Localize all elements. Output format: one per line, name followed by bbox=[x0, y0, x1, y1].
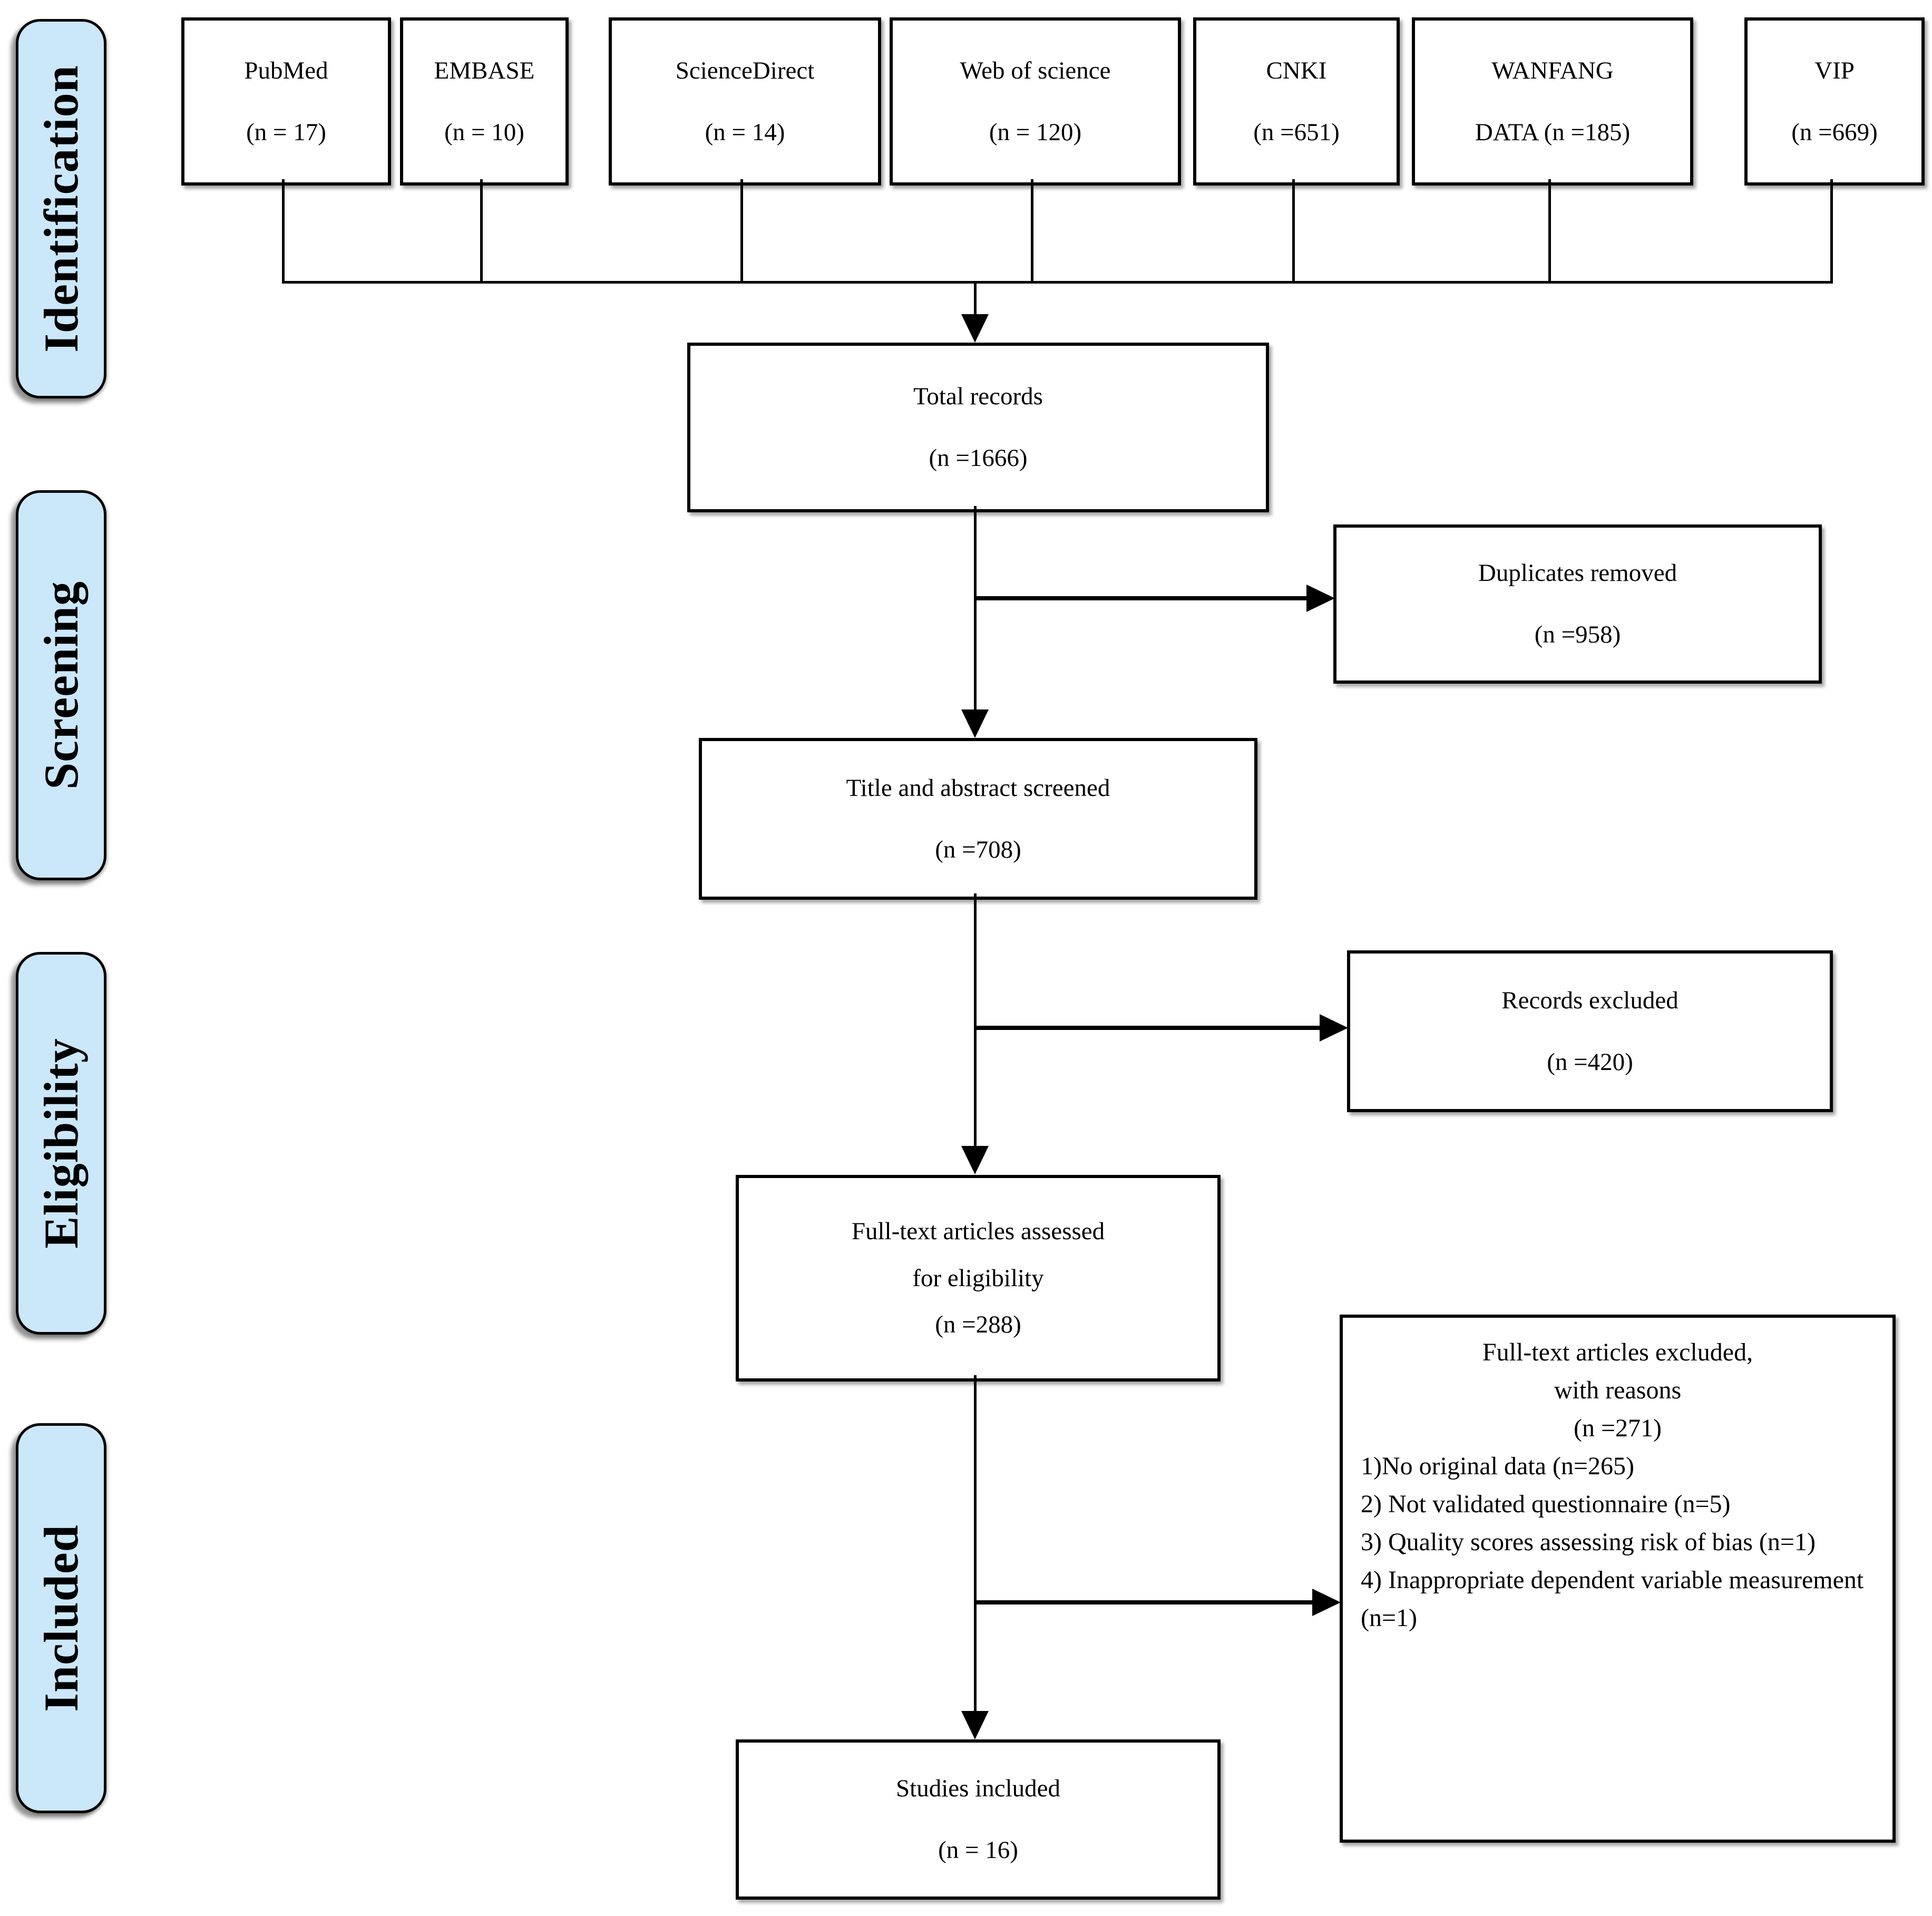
duplicates-removed-box: Duplicates removed (n =958) bbox=[1333, 524, 1822, 684]
arrowhead-down-screened bbox=[961, 709, 989, 738]
fulltext-excluded-heading1: Full-text articles excluded, bbox=[1482, 1338, 1753, 1366]
source-embase-count: (n = 10) bbox=[444, 118, 524, 146]
stage-screening: Screening bbox=[16, 490, 106, 880]
branch-line-fulltext-excluded bbox=[975, 1600, 1314, 1604]
records-excluded-label: Records excluded bbox=[1501, 986, 1679, 1014]
source-box-cnki: CNKI (n =651) bbox=[1193, 17, 1400, 186]
total-records-count: (n =1666) bbox=[929, 444, 1028, 472]
fulltext-excluded-reason-1: 1)No original data (n=265) bbox=[1361, 1452, 1634, 1480]
source-cnki-name: CNKI bbox=[1266, 56, 1327, 84]
source-stub-embase bbox=[480, 179, 483, 284]
stage-eligibility-label: Eligibility bbox=[34, 1038, 88, 1249]
flow-line-junction-to-total bbox=[974, 283, 977, 316]
title-abstract-screened-count: (n =708) bbox=[935, 835, 1021, 863]
source-embase-name: EMBASE bbox=[434, 56, 535, 84]
studies-included-box: Studies included (n = 16) bbox=[736, 1739, 1221, 1900]
fulltext-excluded-reason-4: 4) Inappropriate dependent variable meas… bbox=[1361, 1566, 1864, 1632]
fulltext-assessed-box: Full-text articles assessed for eligibil… bbox=[736, 1175, 1221, 1382]
source-stub-wanfang bbox=[1548, 179, 1551, 284]
fulltext-excluded-heading2: with reasons bbox=[1554, 1376, 1682, 1404]
stage-identification-label: Identification bbox=[34, 65, 88, 353]
fulltext-assessed-count: (n =288) bbox=[935, 1311, 1021, 1339]
stage-eligibility: Eligibility bbox=[16, 952, 106, 1335]
sources-junction-line bbox=[282, 281, 1833, 284]
fulltext-excluded-reason-3: 3) Quality scores assessing risk of bias… bbox=[1361, 1528, 1816, 1556]
source-box-embase: EMBASE (n = 10) bbox=[400, 17, 569, 186]
studies-included-count: (n = 16) bbox=[938, 1836, 1018, 1864]
duplicates-removed-label: Duplicates removed bbox=[1478, 559, 1677, 587]
flow-line-assessed-to-included bbox=[974, 1375, 977, 1712]
source-box-wanfang-data: WANFANG DATA (n =185) bbox=[1412, 17, 1693, 186]
flow-line-screened-to-assessed bbox=[974, 893, 977, 1148]
total-records-label: Total records bbox=[913, 383, 1043, 411]
source-sciencedirect-name: ScienceDirect bbox=[675, 56, 815, 84]
source-sciencedirect-count: (n = 14) bbox=[705, 118, 785, 146]
source-box-sciencedirect: ScienceDirect (n = 14) bbox=[609, 17, 881, 186]
source-stub-pubmed bbox=[282, 179, 285, 284]
source-wanfang-count: DATA (n =185) bbox=[1475, 118, 1631, 146]
arrowhead-down-assessed bbox=[961, 1146, 989, 1174]
source-wanfang-name: WANFANG bbox=[1491, 56, 1614, 84]
source-stub-sciencedirect bbox=[740, 179, 743, 284]
records-excluded-box: Records excluded (n =420) bbox=[1347, 950, 1833, 1112]
stage-identification: Identification bbox=[16, 19, 106, 398]
source-web-of-science-name: Web of science bbox=[960, 56, 1111, 84]
title-abstract-screened-box: Title and abstract screened (n =708) bbox=[699, 738, 1257, 900]
source-cnki-count: (n =651) bbox=[1253, 118, 1340, 146]
duplicates-removed-count: (n =958) bbox=[1534, 621, 1621, 648]
arrowhead-right-fulltext-excluded bbox=[1312, 1589, 1341, 1616]
source-box-pubmed: PubMed (n = 17) bbox=[181, 17, 391, 186]
flow-line-total-to-screened bbox=[974, 506, 977, 712]
source-web-of-science-count: (n = 120) bbox=[989, 118, 1082, 146]
source-vip-count: (n =669) bbox=[1791, 118, 1878, 146]
arrowhead-right-duplicates bbox=[1306, 585, 1335, 612]
source-vip-name: VIP bbox=[1814, 56, 1855, 84]
source-stub-vip bbox=[1830, 179, 1833, 284]
branch-line-records-excluded bbox=[975, 1026, 1322, 1030]
source-box-web-of-science: Web of science (n = 120) bbox=[890, 17, 1181, 186]
arrowhead-right-records-excluded bbox=[1320, 1014, 1348, 1042]
title-abstract-screened-label: Title and abstract screened bbox=[846, 774, 1110, 802]
stage-screening-label: Screening bbox=[34, 581, 89, 790]
total-records-box: Total records (n =1666) bbox=[687, 343, 1269, 512]
stage-included: Included bbox=[16, 1423, 106, 1813]
stage-included-label: Included bbox=[34, 1524, 89, 1712]
source-box-vip: VIP (n =669) bbox=[1744, 17, 1925, 186]
source-pubmed-name: PubMed bbox=[244, 56, 328, 84]
source-stub-web-of-science bbox=[1031, 179, 1033, 284]
source-pubmed-count: (n = 17) bbox=[246, 118, 326, 146]
arrowhead-down-total-records bbox=[961, 314, 989, 343]
fulltext-excluded-count: (n =271) bbox=[1573, 1414, 1662, 1442]
branch-line-duplicates bbox=[975, 596, 1324, 600]
fulltext-assessed-line2: for eligibility bbox=[912, 1264, 1044, 1292]
fulltext-excluded-reason-2: 2) Not validated questionnaire (n=5) bbox=[1361, 1490, 1731, 1518]
records-excluded-count: (n =420) bbox=[1547, 1048, 1633, 1076]
studies-included-label: Studies included bbox=[896, 1775, 1060, 1803]
arrowhead-down-included bbox=[961, 1711, 989, 1739]
fulltext-assessed-line1: Full-text articles assessed bbox=[851, 1217, 1105, 1245]
fulltext-excluded-box: Full-text articles excluded, with reason… bbox=[1340, 1315, 1896, 1843]
source-stub-cnki bbox=[1292, 179, 1295, 284]
